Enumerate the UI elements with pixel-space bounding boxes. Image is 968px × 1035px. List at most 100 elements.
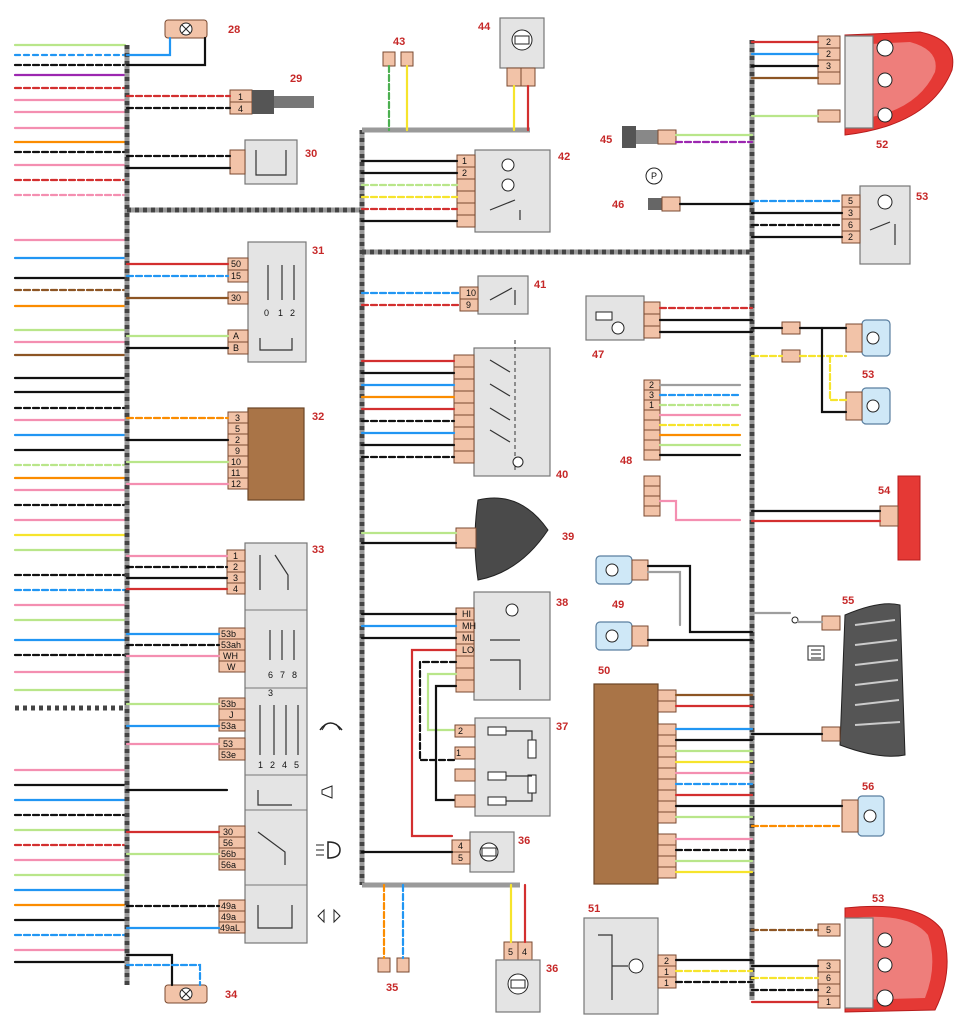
label-45: 44 (478, 21, 491, 33)
component-34: 34 (125, 953, 238, 1004)
svg-text:HI: HI (462, 609, 471, 619)
label-55: 53 (862, 369, 874, 381)
rear-defrost-icon (807, 645, 825, 661)
label-42: 41 (534, 279, 546, 291)
svg-text:2: 2 (649, 380, 654, 390)
svg-text:56a: 56a (221, 860, 236, 870)
label-43: 42 (558, 151, 570, 163)
label-56: 54 (878, 485, 891, 497)
svg-text:53b: 53b (221, 699, 236, 709)
svg-text:4: 4 (233, 584, 238, 594)
svg-text:3: 3 (649, 390, 654, 400)
pins-32: 3 5 2 9 10 11 12 (227, 411, 249, 490)
label-39: 38 (556, 597, 568, 609)
svg-text:53b: 53b (221, 629, 236, 639)
svg-text:53ah: 53ah (221, 640, 241, 650)
pins-49-b (643, 475, 661, 517)
label-35: 35 (386, 982, 398, 994)
svg-text:9: 9 (235, 446, 240, 456)
svg-text:30: 30 (231, 293, 241, 303)
component-36: 5 4 36 (495, 883, 558, 1013)
svg-text:1: 1 (664, 967, 669, 977)
svg-text:4: 4 (458, 841, 463, 851)
svg-text:56b: 56b (221, 849, 236, 859)
svg-text:11: 11 (231, 468, 240, 478)
component-56: 54 (750, 475, 921, 561)
component-28: 28 (125, 19, 240, 67)
label-53-bottom: 53 (872, 893, 884, 905)
svg-text:3: 3 (233, 573, 238, 583)
svg-text:6: 6 (826, 973, 831, 983)
svg-text:6: 6 (268, 670, 273, 680)
component-55: 53 (750, 319, 891, 425)
svg-text:1: 1 (826, 997, 831, 1007)
svg-text:W: W (227, 662, 236, 672)
label-34: 34 (225, 989, 238, 1001)
svg-text:5: 5 (848, 196, 853, 206)
pins-41 (453, 354, 475, 464)
component-43: 1 2 42 (360, 149, 570, 233)
component-40: 39 (360, 497, 574, 581)
svg-text:49a: 49a (221, 912, 236, 922)
component-58: 56 (750, 781, 885, 837)
left-wire-bundle (13, 43, 127, 964)
pins-49-a: 2 3 1 (643, 379, 661, 461)
svg-text:2: 2 (458, 726, 463, 736)
component-52: 2 1 1 51 (583, 903, 754, 1015)
label-38: 37 (556, 721, 568, 733)
component-53-bottom: 5 3 6 2 1 53 (750, 893, 948, 1013)
svg-text:49a: 49a (221, 901, 236, 911)
svg-text:3: 3 (826, 61, 831, 71)
svg-text:4: 4 (238, 104, 243, 114)
svg-text:3: 3 (848, 208, 853, 218)
svg-text:1: 1 (462, 156, 467, 166)
svg-text:2: 2 (826, 37, 831, 47)
label-44: 43 (393, 36, 405, 48)
svg-text:53e: 53e (221, 750, 236, 760)
component-37: 4 5 36 (360, 831, 530, 873)
svg-text:1: 1 (238, 92, 243, 102)
svg-text:1: 1 (664, 978, 669, 988)
label-58: 56 (862, 781, 874, 793)
horn-icon (321, 785, 333, 799)
switch-marks-33: 6 7 8 3 1 2 4 5 (258, 670, 299, 770)
label-50: 49 (612, 599, 624, 611)
svg-text:2: 2 (848, 232, 853, 242)
svg-text:4: 4 (522, 947, 527, 957)
label-57: 55 (842, 595, 854, 607)
component-33: 1 2 3 4 53b 53ah WH W 53b J 53a 53 53e 3… (125, 542, 343, 944)
svg-text:53a: 53a (221, 721, 236, 731)
svg-text:B: B (233, 343, 239, 353)
svg-text:10: 10 (466, 288, 476, 298)
pins-53: 2 2 3 (817, 35, 841, 123)
svg-text:J: J (229, 710, 234, 720)
svg-text:53: 53 (223, 739, 233, 749)
component-39: HI MH ML LO 38 (360, 591, 568, 838)
svg-text:1: 1 (233, 551, 238, 561)
component-46: 45 (600, 126, 754, 148)
component-50: 49 (595, 555, 754, 651)
label-30: 30 (305, 148, 317, 160)
label-28: 28 (228, 24, 240, 36)
label-52: 51 (588, 903, 600, 915)
component-38: 2 1 37 (454, 717, 568, 817)
svg-text:2: 2 (270, 760, 275, 770)
svg-text:0: 0 (264, 308, 269, 318)
label-53-top: 52 (876, 139, 888, 151)
component-44: 43 (382, 36, 414, 132)
component-47: P 46 (612, 167, 754, 212)
svg-text:4: 4 (282, 760, 287, 770)
svg-text:2: 2 (290, 308, 295, 318)
svg-text:1: 1 (258, 760, 263, 770)
svg-text:8: 8 (292, 670, 297, 680)
svg-text:WH: WH (223, 651, 238, 661)
component-51: 50 (593, 665, 754, 885)
svg-text:30: 30 (223, 827, 233, 837)
component-29: 1 4 29 (125, 73, 314, 115)
label-33: 33 (312, 544, 324, 556)
label-54: 53 (916, 191, 928, 203)
component-41: 40 (360, 340, 568, 481)
svg-text:2: 2 (233, 562, 238, 572)
svg-text:5: 5 (294, 760, 299, 770)
